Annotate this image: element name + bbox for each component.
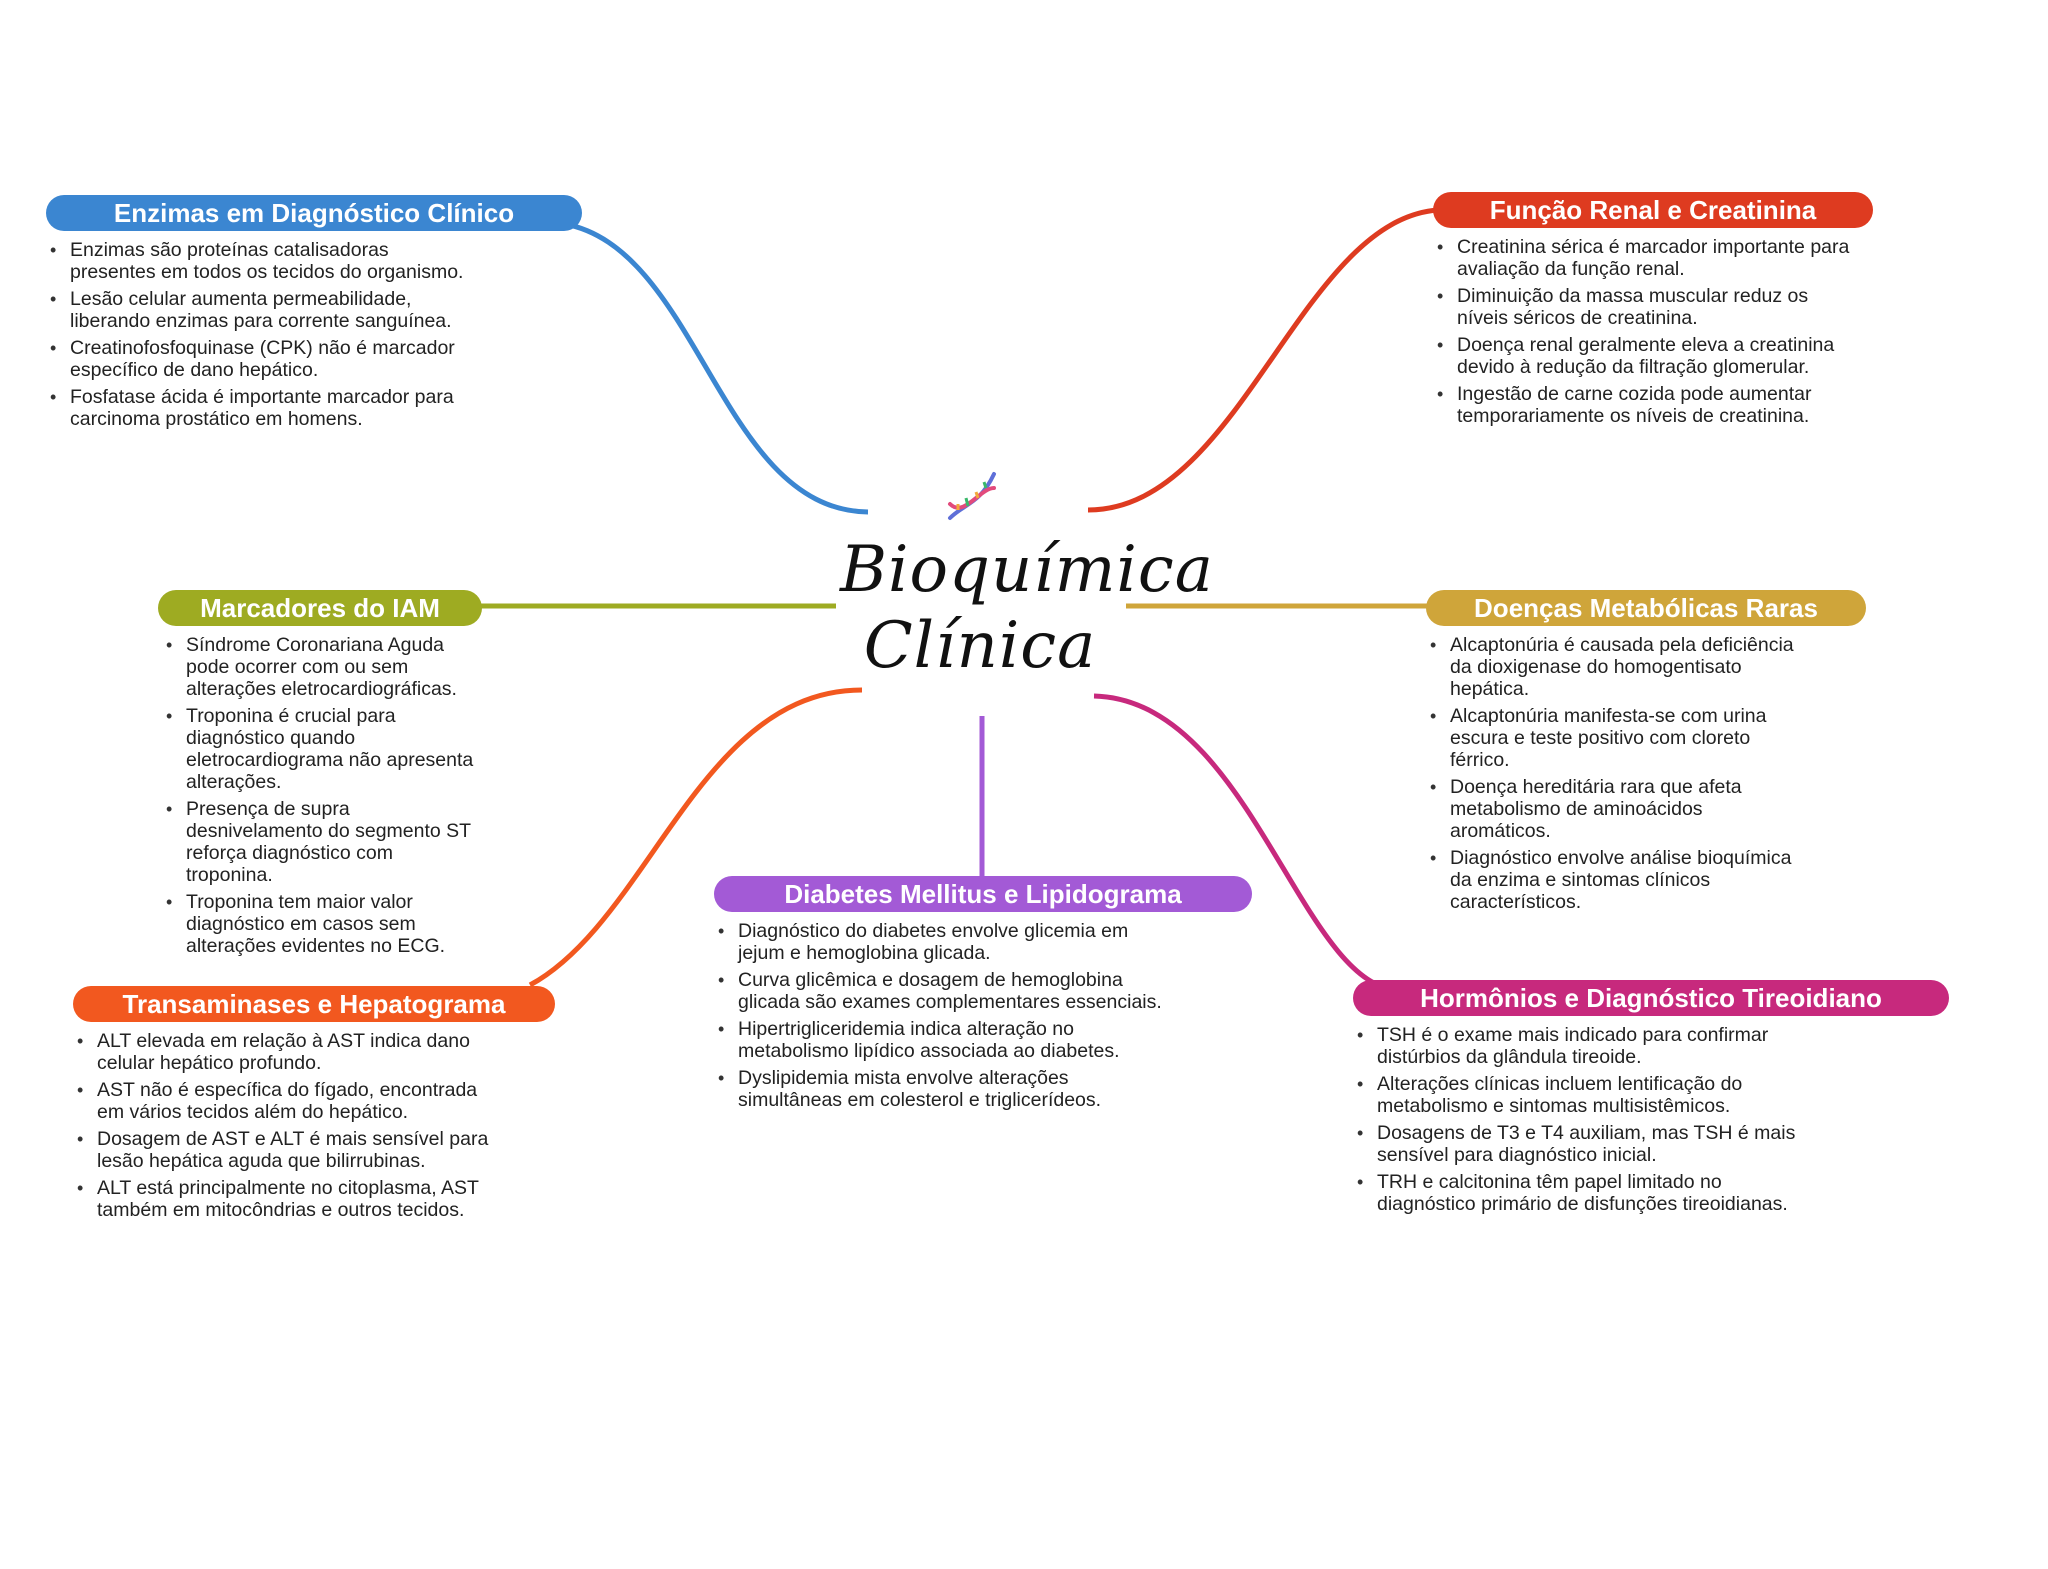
branch-list-diabetes: Diagnóstico do diabetes envolve glicemia…	[714, 920, 1174, 1111]
list-item: AST não é específica do fígado, encontra…	[73, 1079, 493, 1123]
list-item: Dyslipidemia mista envolve alterações si…	[714, 1067, 1174, 1111]
branch-list-raras: Alcaptonúria é causada pela deficiência …	[1426, 634, 1806, 913]
branch-title-hormonios: Hormônios e Diagnóstico Tireoidiano	[1353, 980, 1949, 1016]
dna-icon	[940, 464, 1004, 528]
list-item: Presença de supra desnivelamento do segm…	[162, 798, 482, 886]
list-item: ALT elevada em relação à AST indica dano…	[73, 1030, 493, 1074]
list-item: Dosagem de AST e ALT é mais sensível par…	[73, 1128, 493, 1172]
branch-title-enzimas: Enzimas em Diagnóstico Clínico	[46, 195, 582, 231]
branch-title-renal: Função Renal e Creatinina	[1433, 192, 1873, 228]
list-item: Alcaptonúria manifesta-se com urina escu…	[1426, 705, 1806, 771]
branch-hormonios: Hormônios e Diagnóstico Tireoidiano TSH …	[1353, 980, 1949, 1220]
list-item: Creatinina sérica é marcador importante …	[1433, 236, 1853, 280]
connector-renal	[1087, 207, 1439, 513]
branch-list-hormonios: TSH é o exame mais indicado para confirm…	[1353, 1024, 1813, 1215]
branch-enzimas: Enzimas em Diagnóstico Clínico Enzimas s…	[46, 195, 582, 435]
central-topic-title: Bioquímica Clínica	[840, 532, 1214, 684]
branch-title-transaminases: Transaminases e Hepatograma	[73, 986, 555, 1022]
connector-hormonios	[1093, 693, 1399, 993]
list-item: Diagnóstico envolve análise bioquímica d…	[1426, 847, 1806, 913]
branch-title-raras: Doenças Metabólicas Raras	[1426, 590, 1866, 626]
list-item: Alterações clínicas incluem lentificação…	[1353, 1073, 1813, 1117]
list-item: Lesão celular aumenta permeabilidade, li…	[46, 288, 466, 332]
connector-enzimas	[564, 221, 869, 515]
list-item: Hipertrigliceridemia indica alteração no…	[714, 1018, 1174, 1062]
list-item: TSH é o exame mais indicado para confirm…	[1353, 1024, 1813, 1068]
list-item: Diagnóstico do diabetes envolve glicemia…	[714, 920, 1174, 964]
list-item: Troponina é crucial para diagnóstico qua…	[162, 705, 482, 793]
list-item: Curva glicêmica e dosagem de hemoglobina…	[714, 969, 1174, 1013]
branch-list-enzimas: Enzimas são proteínas catalisadoras pres…	[46, 239, 466, 430]
list-item: TRH e calcitonina têm papel limitado no …	[1353, 1171, 1813, 1215]
branch-raras: Doenças Metabólicas Raras Alcaptonúria é…	[1426, 590, 1866, 918]
list-item: Troponina tem maior valor diagnóstico em…	[162, 891, 482, 957]
list-item: Fosfatase ácida é importante marcador pa…	[46, 386, 466, 430]
branch-list-transaminases: ALT elevada em relação à AST indica dano…	[73, 1030, 493, 1221]
list-item: Diminuição da massa muscular reduz os ní…	[1433, 285, 1853, 329]
list-item: Doença hereditária rara que afeta metabo…	[1426, 776, 1806, 842]
branch-list-renal: Creatinina sérica é marcador importante …	[1433, 236, 1853, 427]
list-item: ALT está principalmente no citoplasma, A…	[73, 1177, 493, 1221]
list-item: Creatinofosfoquinase (CPK) não é marcado…	[46, 337, 466, 381]
branch-list-iam: Síndrome Coronariana Aguda pode ocorrer …	[162, 634, 482, 957]
list-item: Dosagens de T3 e T4 auxiliam, mas TSH é …	[1353, 1122, 1813, 1166]
list-item: Enzimas são proteínas catalisadoras pres…	[46, 239, 466, 283]
list-item: Ingestão de carne cozida pode aumentar t…	[1433, 383, 1853, 427]
central-title-line-2: Clínica	[863, 609, 1097, 683]
connector-transaminases	[528, 687, 863, 988]
list-item: Síndrome Coronariana Aguda pode ocorrer …	[162, 634, 482, 700]
branch-title-diabetes: Diabetes Mellitus e Lipidograma	[714, 876, 1252, 912]
central-title-line-1: Bioquímica	[840, 533, 1214, 607]
branch-iam: Marcadores do IAM Síndrome Coronariana A…	[158, 590, 482, 962]
branch-renal: Função Renal e Creatinina Creatinina sér…	[1433, 192, 1873, 432]
list-item: Alcaptonúria é causada pela deficiência …	[1426, 634, 1806, 700]
branch-transaminases: Transaminases e Hepatograma ALT elevada …	[73, 986, 555, 1226]
list-item: Doença renal geralmente eleva a creatini…	[1433, 334, 1853, 378]
branch-diabetes: Diabetes Mellitus e Lipidograma Diagnóst…	[714, 876, 1252, 1116]
branch-title-iam: Marcadores do IAM	[158, 590, 482, 626]
